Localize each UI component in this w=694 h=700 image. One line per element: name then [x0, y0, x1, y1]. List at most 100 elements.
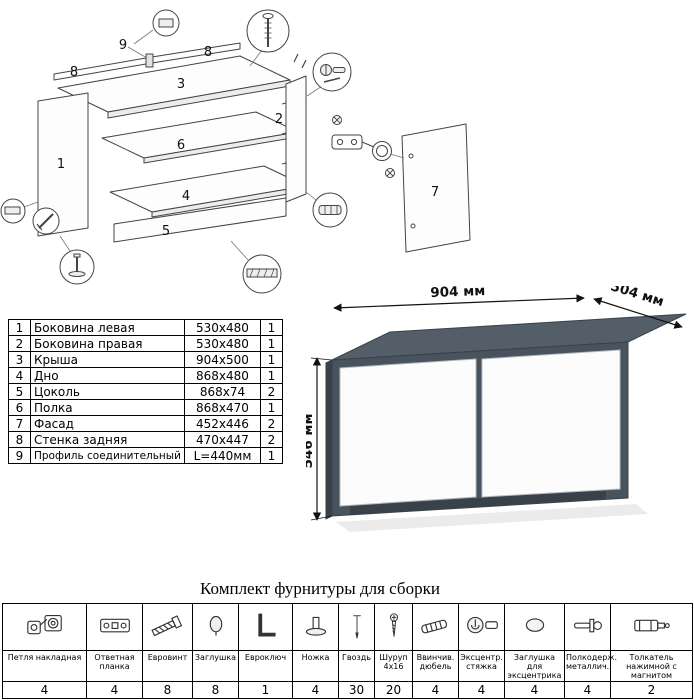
part-size-cell: 868x470 [184, 399, 261, 416]
part-name-cell: Крыша [30, 351, 185, 368]
part-qty-cell: 1 [260, 335, 283, 352]
hardware-name-cell: Толкатель нажимной с магнитом [610, 650, 693, 682]
hardware-labels-row: Петля накладная Ответная планка Евровинт… [2, 650, 693, 682]
hardware-qty-cell: 4 [564, 680, 611, 699]
part-qty-cell: 1 [260, 367, 283, 384]
hardware-name-cell: Петля накладная [2, 650, 87, 682]
foot-detail-callout [59, 249, 95, 285]
hardware-qty-cell: 4 [412, 680, 459, 699]
part-label-8b: 8 [204, 45, 212, 60]
part-label-4: 4 [182, 189, 190, 204]
width-dimension-arrow [333, 294, 585, 312]
part-qty-cell: 2 [260, 415, 283, 432]
part-name-cell: Цоколь [30, 383, 185, 400]
depth-dimension-arrow [593, 297, 683, 329]
hardware-qty-cell: 4 [504, 680, 565, 699]
parts-table: 1 Боковина левая 530x480 1 2 Боковина пр… [8, 319, 283, 464]
part-qty-cell: 1 [260, 319, 283, 336]
part-number-cell: 7 [8, 415, 31, 432]
dowel-detail-callout [312, 192, 348, 228]
nail-marks [293, 53, 307, 69]
edge-profile-callout [0, 198, 26, 224]
hardware-icon-cell [86, 603, 143, 651]
parts-table-row: 5 Цоколь 868x74 2 [8, 383, 283, 400]
hardware-icon-cell [338, 603, 375, 651]
part-qty-cell: 1 [260, 447, 283, 464]
part-top-panel [57, 55, 291, 119]
hardware-name-cell: Ножка [292, 650, 339, 682]
part-number-cell: 3 [8, 351, 31, 368]
hardware-qty-cell: 4 [458, 680, 505, 699]
profile-detail-callout [242, 254, 282, 294]
part-size-cell: 530x480 [184, 319, 261, 336]
cam-cap-icon [525, 618, 544, 632]
hardware-name-cell: Гвоздь [338, 650, 375, 682]
part-size-cell: 868x480 [184, 367, 261, 384]
cam-detail-callout [312, 52, 352, 92]
dimension-arrows [310, 294, 683, 521]
part-left-side-panel [37, 92, 89, 237]
hardware-kit-title: Комплект фурнитуры для сборки [200, 579, 440, 598]
part-label-5: 5 [162, 224, 170, 239]
hardware-icon-cell [2, 603, 87, 651]
hardware-qty-cell: 30 [338, 680, 375, 699]
screw-icon [389, 613, 398, 637]
hardware-qty-cell: 4 [292, 680, 339, 699]
hinge-icon [26, 614, 62, 635]
part-size-cell: 904x500 [184, 351, 261, 368]
part-label-9: 9 [119, 38, 127, 53]
cap-icon [209, 615, 222, 636]
hardware-qty-cell: 2 [610, 680, 693, 699]
hardware-qty-cell: 4 [2, 680, 87, 699]
hardware-qty-row: 4 4 8 8 1 4 30 20 4 4 4 4 2 [2, 680, 693, 699]
hardware-qty-cell: 20 [374, 680, 413, 699]
part-label-8: 8 [70, 65, 78, 80]
hardware-name-cell: Полкодерж. металлич. [564, 650, 617, 682]
connector-detail-callout [152, 9, 180, 37]
part-qty-cell: 2 [260, 383, 283, 400]
part-number-cell: 5 [8, 383, 31, 400]
screw-small-callout [32, 207, 60, 235]
part-name-cell: Фасад [30, 415, 185, 432]
cabinet-plinth [350, 490, 606, 515]
hardware-icon-cell [564, 603, 611, 651]
cam-lock-icon [466, 616, 498, 634]
shelf-support-icon [573, 618, 602, 633]
part-number-cell: 6 [8, 399, 31, 416]
part-facade [401, 123, 471, 253]
hardware-name-cell: Евровинт [142, 650, 193, 682]
hardware-icons-row [2, 603, 693, 651]
hardware-icon-cell [610, 603, 693, 651]
part-number-cell: 4 [8, 367, 31, 384]
parts-table-row: 9 Профиль соединительный L=440мм 1 [8, 447, 283, 464]
parts-table-row: 3 Крыша 904x500 1 [8, 351, 283, 368]
part-name-cell: Профиль соединительный [30, 447, 185, 464]
part-qty-cell: 1 [260, 399, 283, 416]
hardware-name-cell: Шуруп 4x16 [374, 650, 413, 682]
part-name-cell: Стенка задняя [30, 431, 185, 448]
parts-table-row: 4 Дно 868x480 1 [8, 367, 283, 384]
part-size-cell: 452x446 [184, 415, 261, 432]
screw-detail-callout [246, 9, 290, 53]
parts-table-row: 1 Боковина левая 530x480 1 [8, 319, 283, 336]
hardware-icon-cell [142, 603, 193, 651]
hardware-name-cell: Эксцентр. стяжка [458, 650, 505, 682]
parts-table-row: 2 Боковина правая 530x480 1 [8, 335, 283, 352]
connector-profile-piece [145, 53, 154, 68]
hardware-icon-cell [374, 603, 413, 651]
part-name-cell: Дно [30, 367, 185, 384]
parts-table-row: 8 Стенка задняя 470x447 2 [8, 431, 283, 448]
cabinet-right-door [481, 349, 621, 498]
part-qty-cell: 2 [260, 431, 283, 448]
hex-key-icon [257, 613, 276, 637]
hardware-qty-cell: 1 [238, 680, 293, 699]
part-right-side-panel [281, 75, 307, 203]
exploded-diagram: 9 8 8 3 2 1 6 4 5 7 [0, 9, 471, 294]
part-name-cell: Боковина левая [30, 319, 185, 336]
strike-plate-icon [99, 618, 130, 633]
width-dimension-label: 904 мм [430, 286, 486, 301]
part-label-6: 6 [177, 138, 185, 153]
part-size-cell: 530x480 [184, 335, 261, 352]
hardware-name-cell: Ответная планка [86, 650, 143, 682]
